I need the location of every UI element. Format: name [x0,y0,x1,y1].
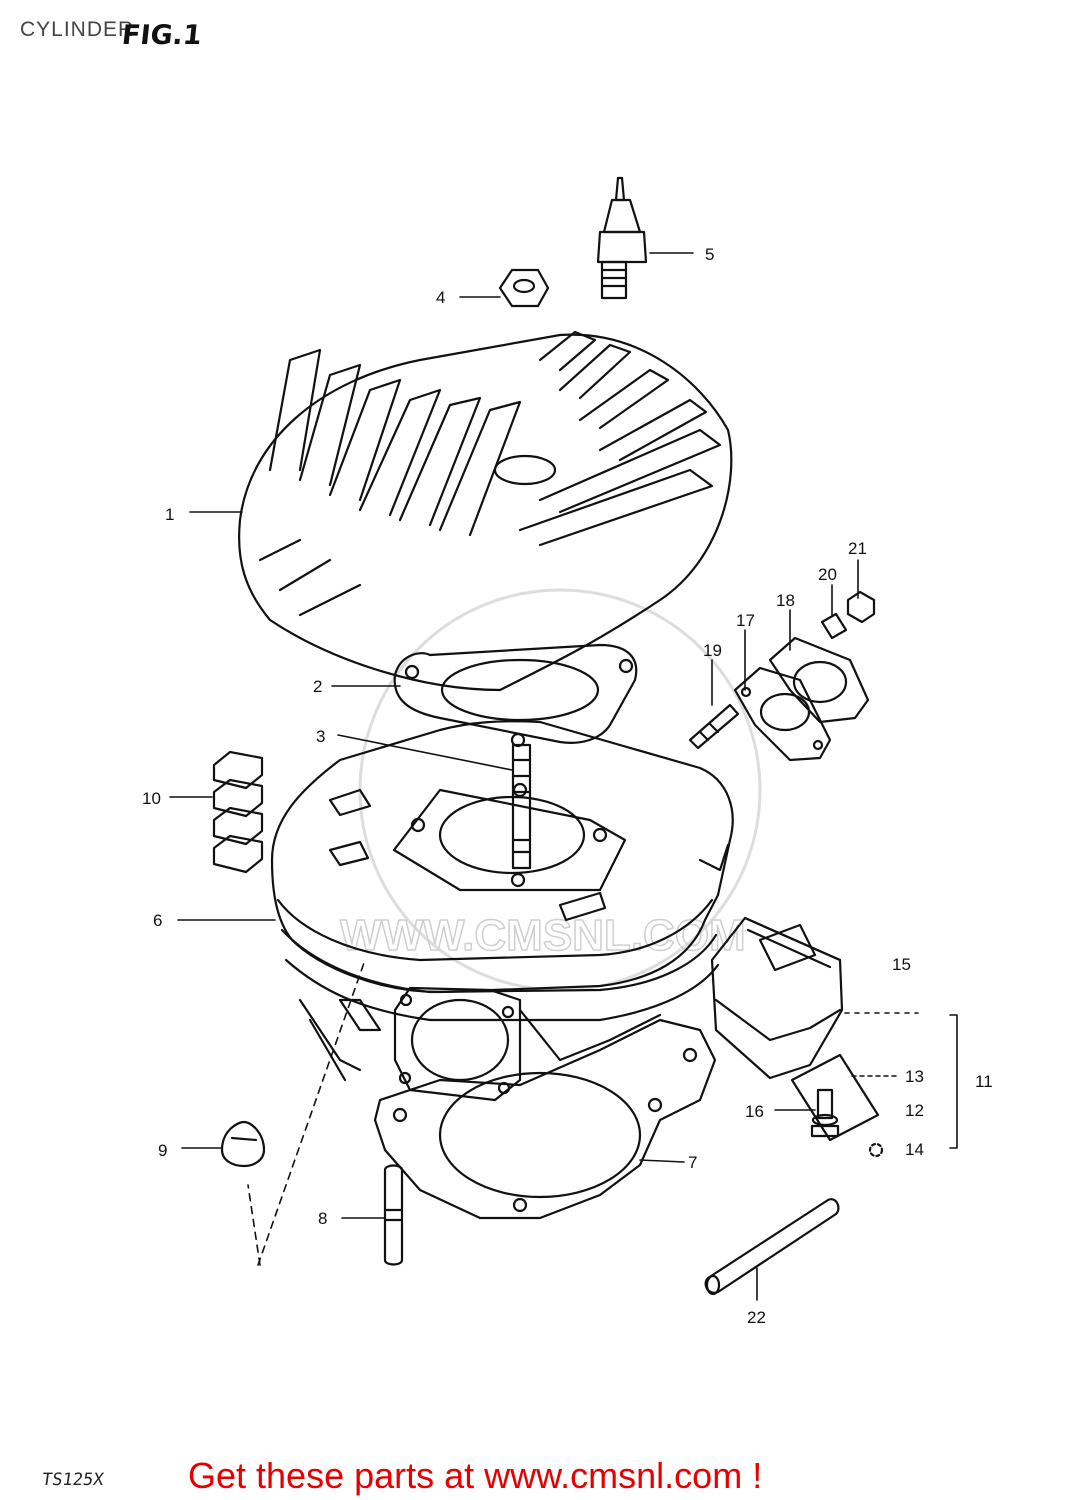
callout-10: 10 [142,789,161,808]
intake-gasket [733,666,832,762]
hose [704,1198,840,1296]
callout-16: 16 [745,1102,764,1121]
callout-18: 18 [776,591,795,610]
cylinder-stud [511,743,532,870]
intake-stud [688,703,740,750]
guide-lines [247,959,366,1266]
callout-17: 17 [736,611,755,630]
promo-banner[interactable]: Get these parts at www.cmsnl.com ! [188,1455,763,1496]
callout-4: 4 [436,288,445,307]
reed-screw [810,1088,840,1138]
callout-6: 6 [153,911,162,930]
washer [820,612,848,640]
callout-labels: 1 2 3 4 5 6 7 8 9 10 11 12 13 14 15 16 1… [142,245,993,1327]
callout-11: 11 [975,1072,993,1091]
callout-2: 2 [313,677,322,696]
callout-1: 1 [165,505,174,524]
head-gasket [393,643,638,748]
intake-nut [846,590,876,624]
callout-5: 5 [705,245,714,264]
rubber-blocks [212,750,264,874]
page-title: CYLINDER [20,18,135,41]
callout-8: 8 [318,1209,327,1228]
callout-12: 12 [905,1101,924,1120]
callout-22: 22 [747,1308,766,1327]
callout-19: 19 [703,641,722,660]
cylinder-head [238,330,733,692]
watermark-text: WWW.CMSNL.COM [340,911,746,960]
cap-plug [220,1120,266,1168]
callout-13: 13 [905,1067,924,1086]
callout-3: 3 [316,727,325,746]
callout-7: 7 [688,1153,697,1172]
reed-plate [790,1053,884,1158]
callout-15: 15 [892,955,911,974]
reed-valve-housing [710,916,844,1080]
dowel-stud [383,1164,404,1266]
callout-20: 20 [818,565,837,584]
callout-14: 14 [905,1140,924,1159]
watermark: WWW.CMSNL.COM [339,588,762,992]
base-gasket [373,1018,717,1220]
callout-9: 9 [158,1141,167,1160]
intake-spacer [768,636,870,724]
model-code: TS125X [40,1470,105,1490]
cylinder-block [270,720,734,1102]
callout-21: 21 [848,539,867,558]
spark-plug [596,176,648,300]
leader-lines [169,252,958,1301]
head-nut [498,268,550,308]
